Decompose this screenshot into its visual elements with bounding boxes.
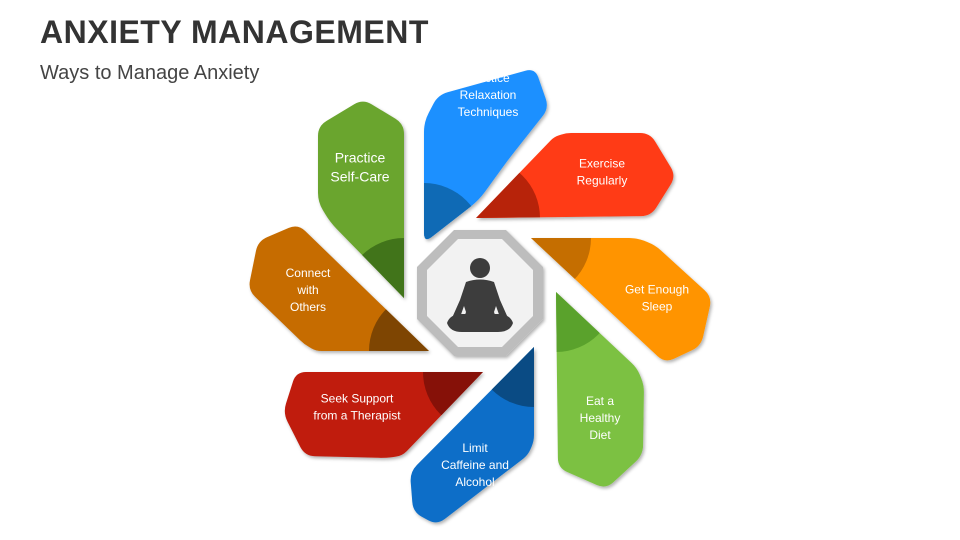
petal-label-line: Alcohol [455, 475, 494, 489]
petal-label-line: Sleep [642, 300, 673, 314]
page-subtitle: Ways to Manage Anxiety [40, 62, 260, 84]
petal-label-line: Healthy [580, 411, 621, 425]
petal-label-line: Techniques [458, 105, 519, 119]
petal-label-line: with [296, 283, 318, 297]
petal-shade [476, 158, 540, 218]
petal-label-line: Self-Care [330, 169, 389, 185]
petal-label-line: from a Therapist [313, 409, 401, 423]
petal-label-line: Eat a [586, 394, 614, 408]
petal-label-line: Exercise [579, 157, 625, 171]
center-octagon [417, 230, 543, 356]
petal-label-line: Practice [335, 150, 386, 166]
petal-therapist: Seek Support from a Therapist [284, 372, 483, 458]
petal-label-line: Limit [462, 441, 488, 455]
petal-label-line: Practice [466, 71, 510, 85]
petal-label-line: Diet [589, 428, 611, 442]
petal-shade [423, 372, 483, 432]
petal-label-line: Regularly [577, 174, 628, 188]
petal-label-therapist: Seek Support from a Therapist [313, 392, 401, 423]
petal-shade [556, 292, 616, 352]
petal-label-line: Relaxation [460, 88, 517, 102]
petal-label-line: Get Enough [625, 283, 689, 297]
petal-label-line: Seek Support [321, 392, 394, 406]
petal-shade [424, 183, 484, 240]
petal-label-line: Others [290, 300, 326, 314]
meditation-person-icon [447, 258, 513, 332]
petal-label-line: Connect [286, 266, 331, 280]
page-title: ANXIETY MANAGEMENT [40, 14, 429, 50]
petal-label-line: Caffeine and [441, 458, 509, 472]
